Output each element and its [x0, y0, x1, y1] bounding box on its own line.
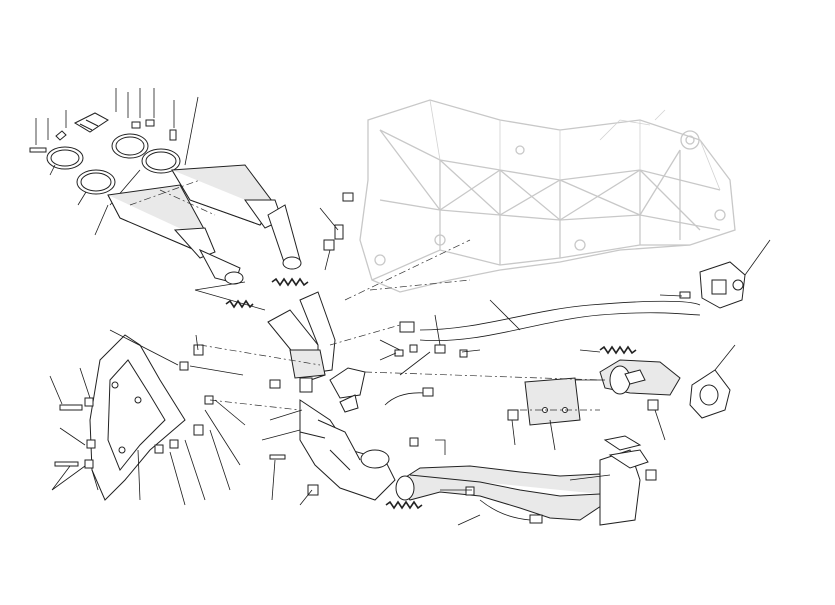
exhaust-valve-actuator — [699, 239, 771, 309]
front-header-pipe — [395, 435, 649, 526]
catalytic-converter — [599, 359, 681, 396]
gasket-flange — [689, 369, 731, 419]
silencer-right — [171, 164, 302, 270]
silencer-clamps-group — [29, 88, 199, 206]
trellis-frame — [359, 99, 736, 293]
heat-shield-center — [524, 377, 581, 426]
spring-2 — [225, 299, 254, 309]
spring-1 — [271, 277, 309, 287]
lambda-sensor-cable-2 — [479, 499, 531, 521]
valve-cable-2 — [419, 312, 701, 342]
lambda-sensor-cable-1 — [384, 392, 426, 406]
mid-pipe-assembly — [267, 291, 396, 501]
leader-lines — [49, 204, 736, 526]
fasteners — [54, 192, 691, 496]
assembly-reference-lines — [129, 179, 601, 411]
valve-cable-1 — [419, 300, 701, 331]
heat-shield-left — [89, 334, 186, 501]
spring-3 — [599, 345, 637, 355]
spring-4 — [385, 500, 423, 510]
